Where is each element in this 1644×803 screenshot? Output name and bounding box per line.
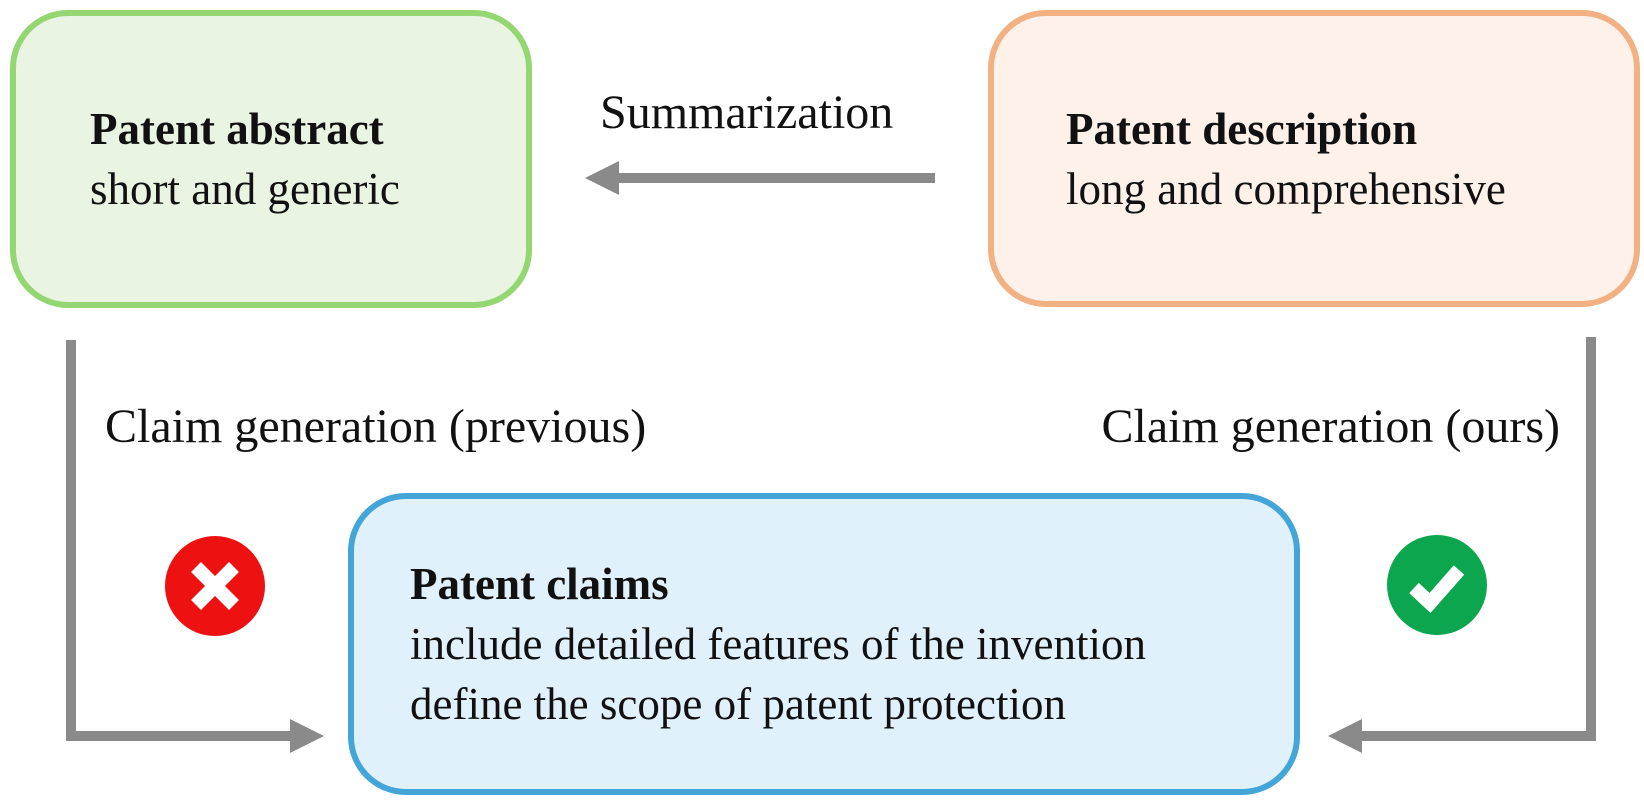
approved-badge <box>1387 535 1487 635</box>
summarization-arrowhead-icon <box>585 161 619 195</box>
summarization-arrow-shaft <box>617 173 935 183</box>
patent-claims-box: Patent claims include detailed features … <box>348 493 1300 795</box>
previous-path-arrowhead-icon <box>290 719 324 753</box>
cross-icon <box>191 562 239 610</box>
patent-description-subtitle: long and comprehensive <box>1066 163 1506 214</box>
patent-abstract-subtitle: short and generic <box>90 164 400 214</box>
ours-path-vertical-line <box>1586 337 1596 741</box>
previous-path-horizontal-line <box>66 731 292 741</box>
claim-generation-previous-label: Claim generation (previous) <box>105 400 647 453</box>
check-icon <box>1409 565 1465 614</box>
patent-claims-line-2: define the scope of patent protection <box>410 679 1066 729</box>
patent-abstract-title: Patent abstract <box>90 104 384 154</box>
patent-abstract-box: Patent abstract short and generic <box>10 10 532 308</box>
claim-generation-ours-label: Claim generation (ours) <box>1101 400 1560 453</box>
summarization-label: Summarization <box>600 86 894 139</box>
previous-path-vertical-line <box>66 340 76 741</box>
patent-description-title: Patent description <box>1066 103 1418 154</box>
ours-path-arrowhead-icon <box>1328 719 1362 753</box>
patent-claims-line-1: include detailed features of the inventi… <box>410 619 1146 669</box>
ours-path-horizontal-line <box>1360 731 1596 741</box>
rejected-badge <box>165 536 265 636</box>
patent-description-box: Patent description long and comprehensiv… <box>988 10 1640 307</box>
patent-claims-title: Patent claims <box>410 559 669 609</box>
